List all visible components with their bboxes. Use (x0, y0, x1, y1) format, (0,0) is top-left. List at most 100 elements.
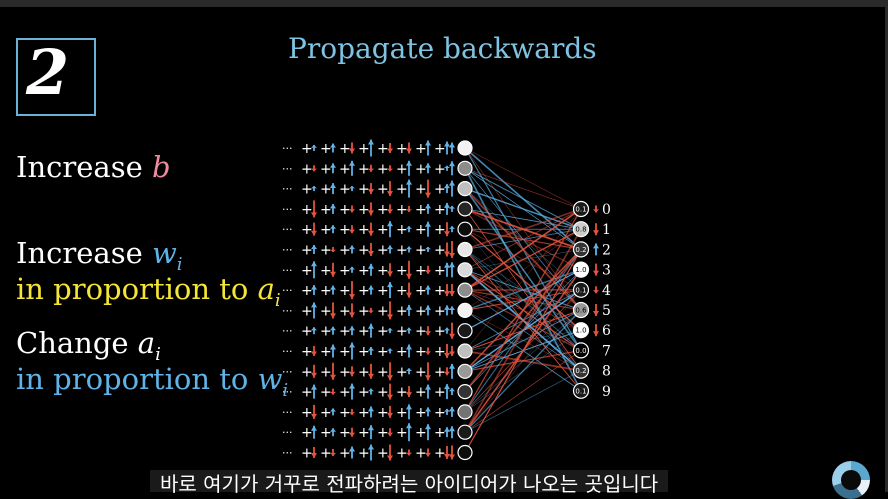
plus-sign: + (396, 385, 408, 401)
plus-sign: + (434, 243, 446, 259)
output-digit-label: 3 (602, 263, 611, 279)
plus-sign: + (415, 283, 427, 299)
output-activation-label: 0.0 (575, 347, 586, 355)
plus-sign: + (377, 405, 389, 421)
plus-sign: + (415, 263, 427, 279)
loading-spinner-icon (832, 461, 870, 499)
plus-sign: + (396, 344, 408, 360)
plus-sign: + (434, 141, 446, 157)
plus-sign: + (301, 222, 313, 238)
plus-sign: + (358, 202, 370, 218)
plus-sign: + (434, 425, 446, 441)
plus-sign: + (377, 324, 389, 340)
plus-sign: + (434, 263, 446, 279)
plus-sign: + (301, 243, 313, 259)
hidden-neuron (458, 141, 472, 155)
down-arrow-icon (593, 286, 599, 293)
output-activation-label: 1.0 (575, 266, 586, 274)
plus-sign: + (301, 324, 313, 340)
plus-sign: + (415, 324, 427, 340)
ellipsis-text: ··· (282, 142, 293, 155)
plus-sign: + (358, 182, 370, 198)
plus-sign: + (396, 324, 408, 340)
down-arrow-icon (593, 223, 599, 235)
plus-sign: + (320, 344, 332, 360)
plus-sign: + (339, 243, 351, 259)
hidden-neuron (458, 303, 472, 317)
plus-sign: + (396, 364, 408, 380)
output-digit-label: 1 (602, 222, 611, 238)
output-digit-label: 6 (602, 323, 611, 339)
up-arrow-icon (449, 262, 455, 277)
plus-sign: + (377, 182, 389, 198)
up-arrow-icon (593, 243, 599, 255)
hidden-neuron (458, 161, 472, 175)
plus-sign: + (396, 283, 408, 299)
down-arrow-icon (593, 206, 599, 213)
plus-sign: + (415, 425, 427, 441)
plus-sign: + (358, 425, 370, 441)
plus-sign: + (301, 446, 313, 462)
plus-sign: + (301, 161, 313, 177)
plus-sign: + (358, 364, 370, 380)
plus-sign: + (339, 405, 351, 421)
plus-sign: + (320, 222, 332, 238)
plus-sign: + (320, 141, 332, 157)
plus-sign: + (301, 283, 313, 299)
plus-sign: + (339, 283, 351, 299)
plus-sign: + (396, 446, 408, 462)
plus-sign: + (358, 385, 370, 401)
up-arrow-icon (449, 161, 455, 175)
output-digit-label: 7 (602, 343, 611, 359)
output-activation-label: 0.1 (575, 387, 586, 395)
plus-sign: + (415, 202, 427, 218)
up-arrow-icon (449, 426, 455, 438)
down-arrow-icon (449, 323, 455, 339)
output-digit-label: 8 (602, 364, 611, 380)
hidden-neuron (458, 324, 472, 338)
plus-sign: + (377, 243, 389, 259)
hidden-neuron (458, 344, 472, 358)
output-activation-label: 0.1 (575, 286, 586, 294)
plus-sign: + (358, 303, 370, 319)
output-activation-label: 0.2 (575, 367, 586, 375)
ellipsis-text: ··· (282, 447, 293, 460)
plus-sign: + (377, 303, 389, 319)
ellipsis-text: ··· (282, 264, 293, 277)
down-arrow-icon (593, 264, 599, 276)
ellipsis-text: ··· (282, 284, 293, 297)
plus-sign: + (396, 182, 408, 198)
ellipsis-text: ··· (282, 426, 293, 439)
plus-sign: + (377, 425, 389, 441)
plus-sign: + (358, 405, 370, 421)
plus-sign: + (415, 141, 427, 157)
hidden-neuron (458, 202, 472, 216)
hidden-neuron (458, 405, 472, 419)
output-digit-label: 2 (602, 242, 611, 258)
plus-sign: + (339, 446, 351, 462)
plus-sign: + (434, 385, 446, 401)
plus-sign: + (396, 243, 408, 259)
plus-sign: + (377, 364, 389, 380)
plus-sign: + (434, 202, 446, 218)
plus-sign: + (320, 446, 332, 462)
plus-sign: + (415, 243, 427, 259)
plus-sign: + (415, 385, 427, 401)
plus-sign: + (320, 303, 332, 319)
plus-sign: + (301, 263, 313, 279)
plus-sign: + (358, 324, 370, 340)
plus-sign: + (320, 405, 332, 421)
ellipsis-text: ··· (282, 365, 293, 378)
plus-sign: + (320, 425, 332, 441)
output-digit-label: 5 (602, 303, 611, 319)
plus-sign: + (434, 344, 446, 360)
up-arrow-icon (449, 181, 455, 197)
plus-sign: + (415, 161, 427, 177)
plus-sign: + (377, 222, 389, 238)
up-arrow-icon (449, 206, 455, 212)
plus-sign: + (339, 425, 351, 441)
plus-sign: + (396, 263, 408, 279)
hidden-neuron (458, 446, 472, 460)
output-digit-label: 0 (602, 202, 611, 218)
